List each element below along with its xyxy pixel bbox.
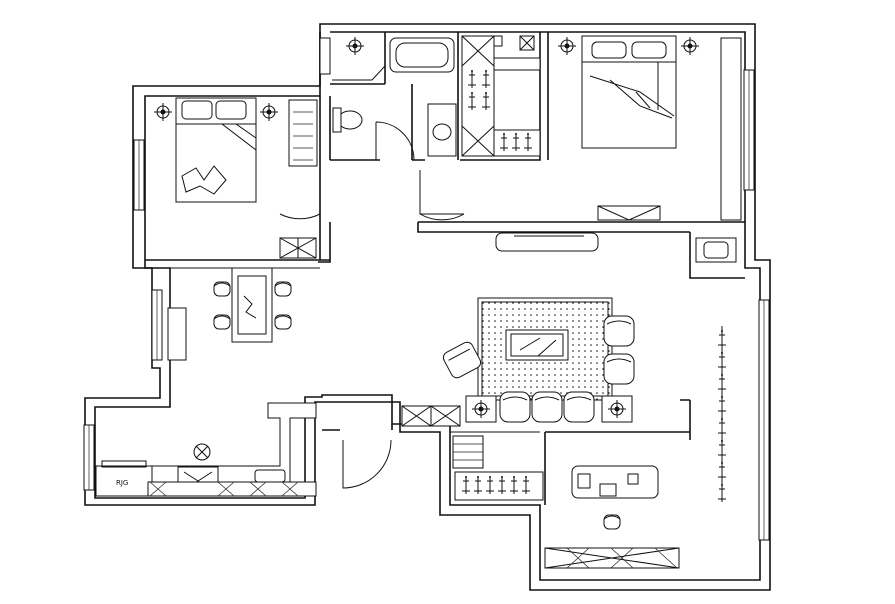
chair — [213, 281, 231, 297]
closet — [454, 471, 544, 501]
sofa-seat — [563, 391, 595, 423]
coffee-table — [505, 329, 569, 361]
sofa-seat — [603, 353, 635, 385]
kitchen: RJG — [95, 402, 317, 497]
chair — [274, 314, 292, 330]
wardrobe — [720, 37, 742, 221]
sideboard — [167, 307, 187, 361]
sofa-seat — [531, 391, 563, 423]
table-decor — [243, 295, 257, 319]
blanket-fold — [589, 75, 675, 119]
bathroom — [332, 36, 457, 157]
lamp-icon — [153, 102, 173, 122]
pillow — [591, 41, 627, 59]
lamp-icon — [259, 102, 279, 122]
range-label: RJG — [116, 479, 128, 487]
dining-table — [231, 267, 273, 343]
tv-cabinet — [597, 205, 661, 221]
service-area — [495, 232, 737, 263]
lower-cabinets — [147, 481, 317, 497]
sofa-seat — [499, 391, 531, 423]
pillow — [215, 100, 247, 120]
lamp-icon — [680, 36, 700, 56]
sink-counter — [427, 103, 457, 157]
clothes-rail — [717, 326, 727, 503]
study — [452, 435, 680, 569]
desk — [571, 465, 659, 499]
bedroom-1 — [153, 97, 318, 259]
windows — [83, 37, 770, 541]
stove — [95, 465, 153, 497]
lamp-icon — [557, 36, 577, 56]
dining-area — [167, 267, 292, 361]
bathtub — [389, 37, 455, 73]
armchair — [442, 341, 482, 379]
quilt-motif — [181, 165, 227, 195]
living-room — [401, 297, 635, 427]
counter-top — [149, 402, 317, 483]
sofa-seat — [603, 315, 635, 347]
walk-in-closet — [461, 35, 541, 157]
chair — [213, 314, 231, 330]
doors — [279, 121, 465, 489]
pillow — [181, 100, 213, 120]
master-bedroom — [557, 35, 742, 221]
console-table — [495, 232, 599, 252]
shower-icon — [345, 36, 365, 56]
desk-chair — [603, 514, 621, 530]
toilet — [337, 110, 363, 130]
wardrobe — [288, 99, 318, 167]
chair — [274, 281, 292, 297]
pillow — [631, 41, 667, 59]
